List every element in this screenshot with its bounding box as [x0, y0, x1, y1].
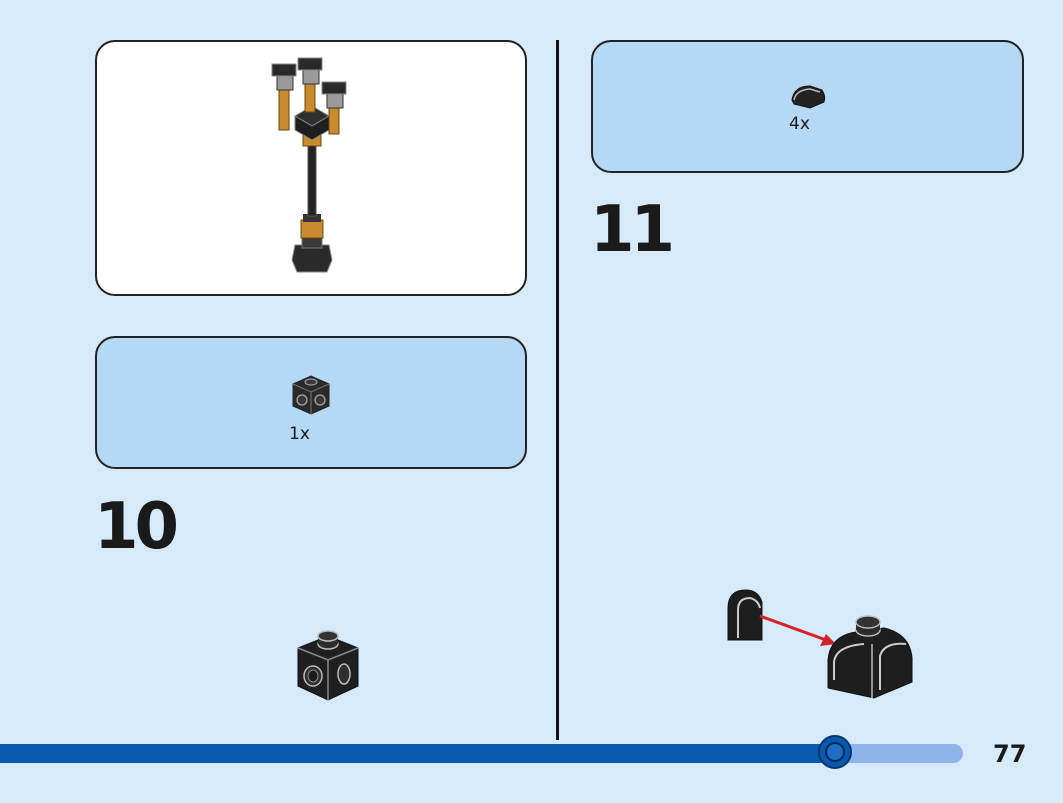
- part-count-label: 1x: [289, 424, 310, 444]
- page-number: 77: [993, 740, 1027, 768]
- step-11-parts-panel: 4x: [591, 40, 1024, 173]
- progress-bar: [0, 735, 963, 769]
- column-divider: [556, 40, 559, 740]
- part-count-label: 4x: [789, 114, 810, 134]
- curved-slope-tile-icon: [791, 85, 826, 109]
- progress-knob-icon: [818, 735, 852, 769]
- brick-with-curved-tiles-icon: [827, 615, 913, 699]
- curved-slope-tile-icon: [727, 589, 763, 641]
- brick-1x1-studs-sides-icon: [292, 375, 330, 415]
- attach-arrow-icon: [759, 614, 836, 646]
- progress-bar-fill: [0, 744, 835, 763]
- step-number: 10: [94, 490, 179, 564]
- model-preview-panel: [95, 40, 527, 296]
- step-10-parts-panel: 1x: [95, 336, 527, 469]
- brick-1x1-studs-sides-icon: [297, 630, 359, 701]
- step-number: 11: [590, 193, 675, 267]
- lamp-post-model-icon: [271, 57, 347, 273]
